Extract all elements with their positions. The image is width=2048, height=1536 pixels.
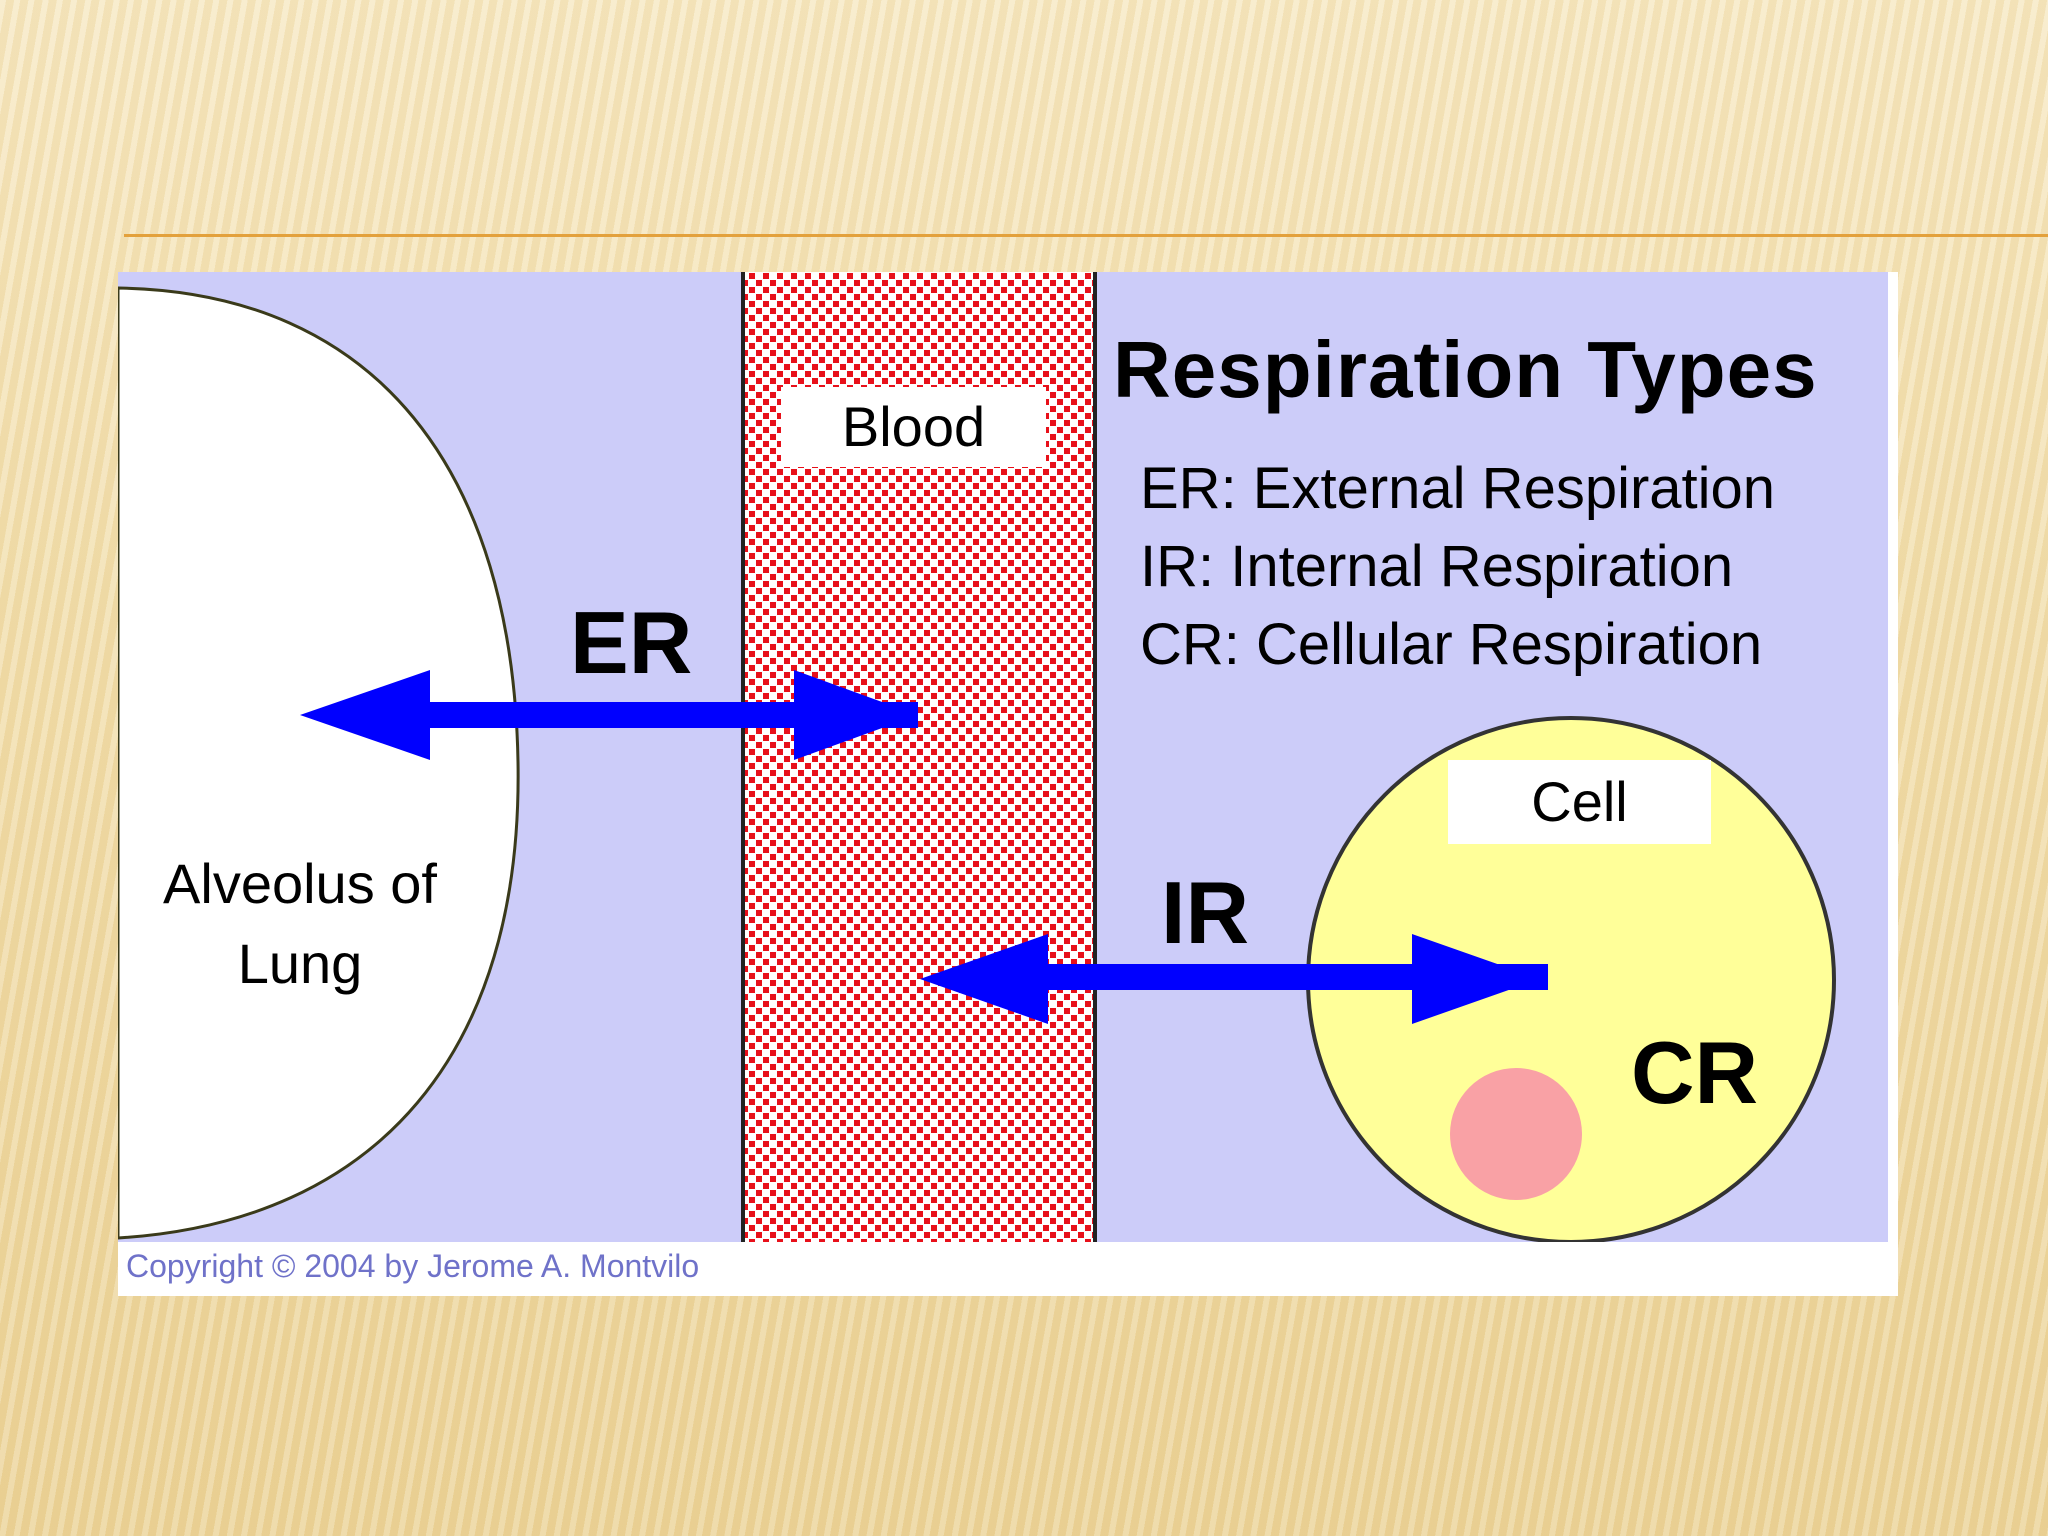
alveolus-shape: [118, 286, 520, 1240]
er-label: ER: [570, 593, 693, 692]
blood-label: Blood: [781, 387, 1046, 467]
diagram-title: Respiration Types: [1113, 325, 1818, 414]
legend: ER: External Respiration IR: Internal Re…: [1140, 450, 1775, 684]
legend-item-er: ER: External Respiration: [1140, 456, 1776, 521]
legend-item-cr: CR: Cellular Respiration: [1140, 612, 1763, 677]
cell-label: Cell: [1448, 760, 1711, 844]
legend-item-ir: IR: Internal Respiration: [1140, 534, 1734, 599]
ir-label: IR: [1161, 863, 1249, 962]
nucleus-shape: [1450, 1068, 1582, 1200]
cr-label: CR: [1631, 1023, 1759, 1122]
alveolus-label: Alveolus of Lung: [163, 852, 437, 995]
copyright-notice: Copyright © 2004 by Jerome A. Montvilo: [126, 1248, 700, 1284]
ir-double-arrow-icon: [920, 934, 1548, 1024]
er-double-arrow-icon: [300, 670, 918, 760]
respiration-diagram: Respiration Types ER: External Respirati…: [118, 272, 1898, 1296]
slide-divider-line: [124, 234, 2048, 237]
